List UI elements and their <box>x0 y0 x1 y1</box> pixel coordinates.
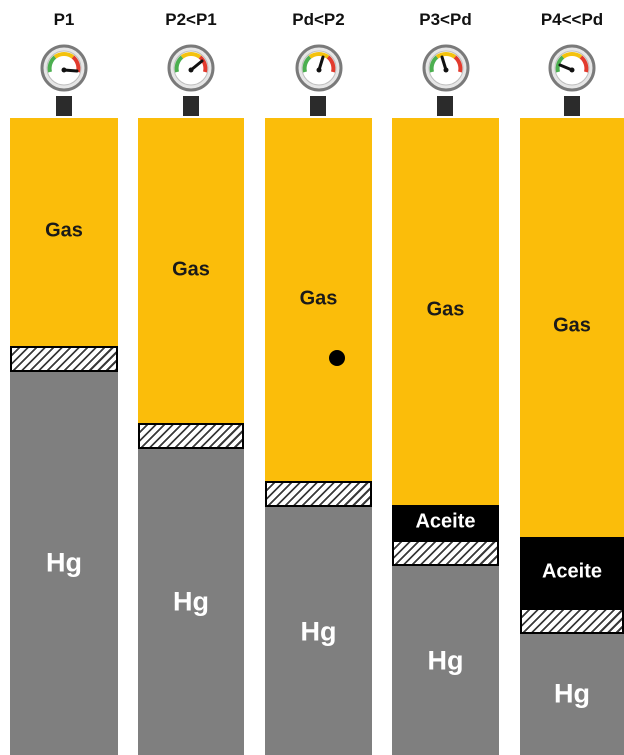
piston <box>265 481 372 507</box>
column-title: P3<Pd <box>419 10 472 29</box>
column-pd: Pd<P2 Gas Hg <box>265 0 372 755</box>
pressure-gauge-icon <box>422 44 470 92</box>
gauge-stem <box>564 96 580 116</box>
gas-label: Gas <box>426 298 465 321</box>
mercury-label: Hg <box>173 586 209 617</box>
mercury-label: Hg <box>427 645 464 676</box>
column-p4: P4<<Pd Gas Aceite Hg <box>520 0 624 755</box>
pressure-gauge-icon <box>40 44 88 92</box>
gas-region <box>10 118 118 346</box>
gas-label: Gas <box>172 258 210 281</box>
mercury-region <box>265 507 372 755</box>
column-title: P4<<Pd <box>540 10 604 29</box>
piston <box>10 346 118 372</box>
mercury-region <box>392 566 499 755</box>
piston <box>520 608 624 634</box>
mercury-region <box>10 372 118 755</box>
oil-label: Aceite <box>415 510 476 533</box>
gas-region <box>520 118 624 537</box>
gas-label: Gas <box>45 219 83 242</box>
gas-label: Gas <box>299 287 338 310</box>
gauge-stem <box>437 96 453 116</box>
gas-bubble <box>329 350 345 366</box>
oil-region <box>520 537 624 608</box>
column-title: P2<P1 <box>165 10 217 29</box>
mercury-label: Hg <box>46 547 82 578</box>
gas-region <box>392 118 499 505</box>
column-title: P1 <box>53 10 75 29</box>
oil-region <box>392 505 499 540</box>
mercury-region <box>520 634 624 755</box>
column-p1: P1 Gas Hg <box>10 0 118 755</box>
column-p2: P2<P1 Gas Hg <box>138 0 244 755</box>
gauge-stem <box>183 96 199 116</box>
piston <box>392 540 499 566</box>
gas-label: Gas <box>553 314 591 337</box>
mercury-label: Hg <box>300 616 337 647</box>
column-title: Pd<P2 <box>292 10 345 29</box>
column-p3: P3<Pd Gas Aceite Hg <box>392 0 499 755</box>
gauge-stem <box>310 96 326 116</box>
gauge-stem <box>56 96 72 116</box>
mercury-region <box>138 449 244 755</box>
gas-region <box>138 118 244 423</box>
gas-region <box>265 118 372 481</box>
pressure-gauge-icon <box>295 44 343 92</box>
piston <box>138 423 244 449</box>
pressure-gauge-icon <box>167 44 215 92</box>
mercury-label: Hg <box>554 678 590 709</box>
oil-label: Aceite <box>541 560 603 583</box>
pressure-gauge-icon <box>548 44 596 92</box>
